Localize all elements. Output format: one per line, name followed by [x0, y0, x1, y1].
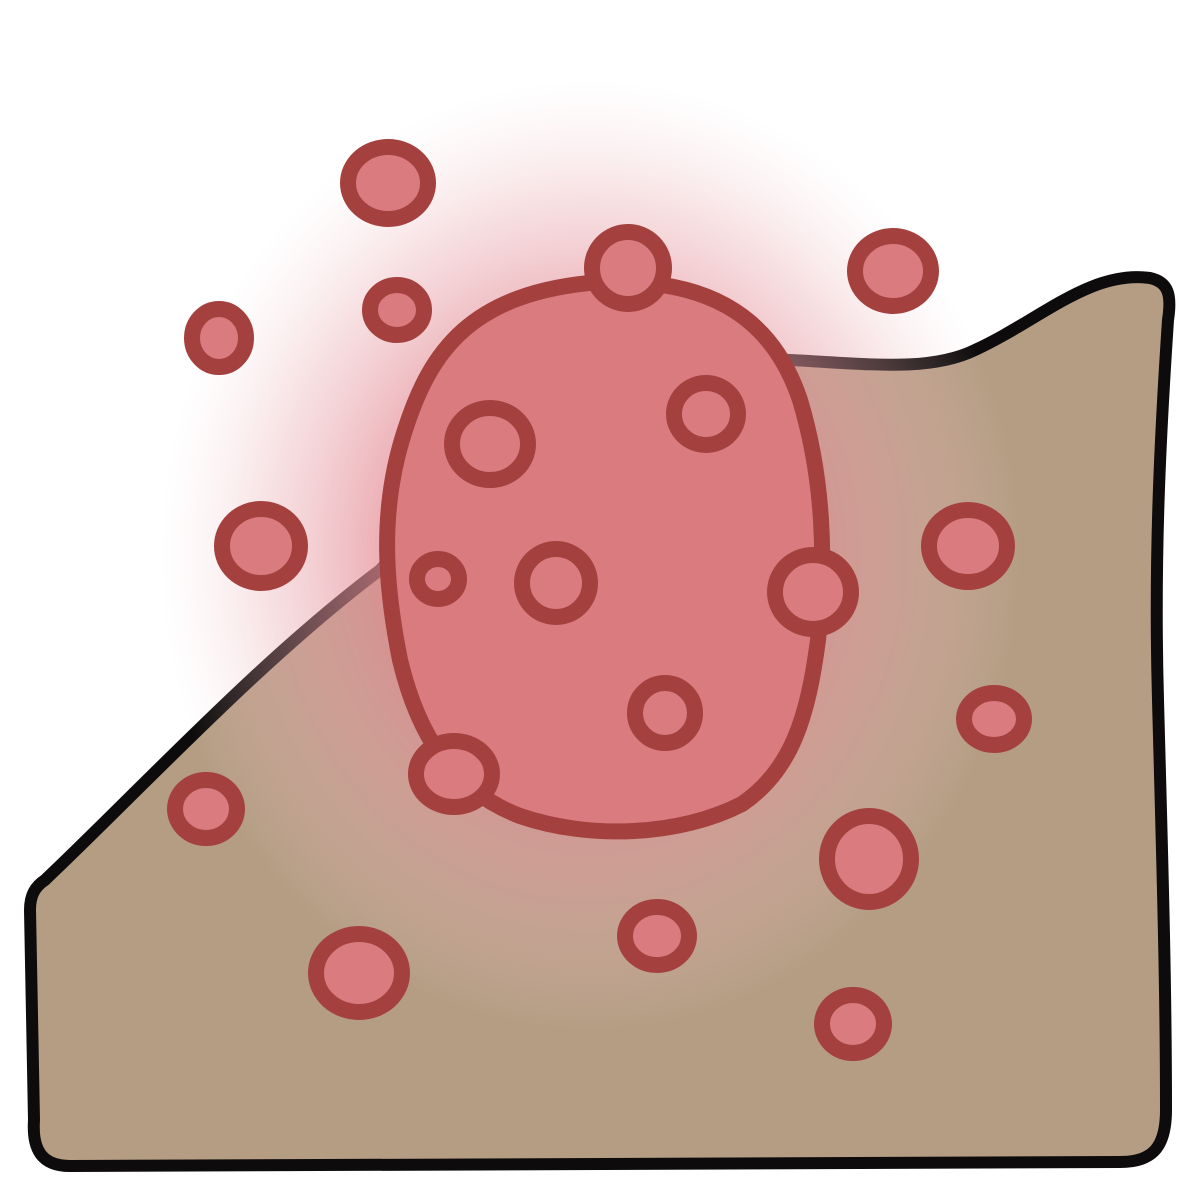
bump-icon: [666, 375, 746, 453]
bump-icon: [819, 808, 919, 910]
bump-icon: [408, 733, 500, 815]
bump-icon: [921, 502, 1015, 590]
bump-icon: [308, 926, 410, 1020]
bump-icon: [617, 899, 697, 973]
bump-icon: [362, 277, 432, 343]
bump-icon: [184, 301, 254, 375]
bump-icon: [340, 139, 436, 227]
bump-icon: [847, 228, 939, 314]
bump-icon: [814, 987, 892, 1061]
bump-icon: [409, 551, 467, 607]
bump-icon: [167, 772, 245, 846]
bump-icon: [956, 685, 1032, 753]
bump-icon: [584, 224, 672, 312]
bump-icon: [767, 547, 859, 637]
bump-icon: [214, 501, 308, 591]
bump-icon: [444, 400, 536, 488]
bump-icon: [514, 541, 598, 625]
bump-group: [167, 139, 1032, 1061]
bump-icon: [627, 675, 703, 751]
